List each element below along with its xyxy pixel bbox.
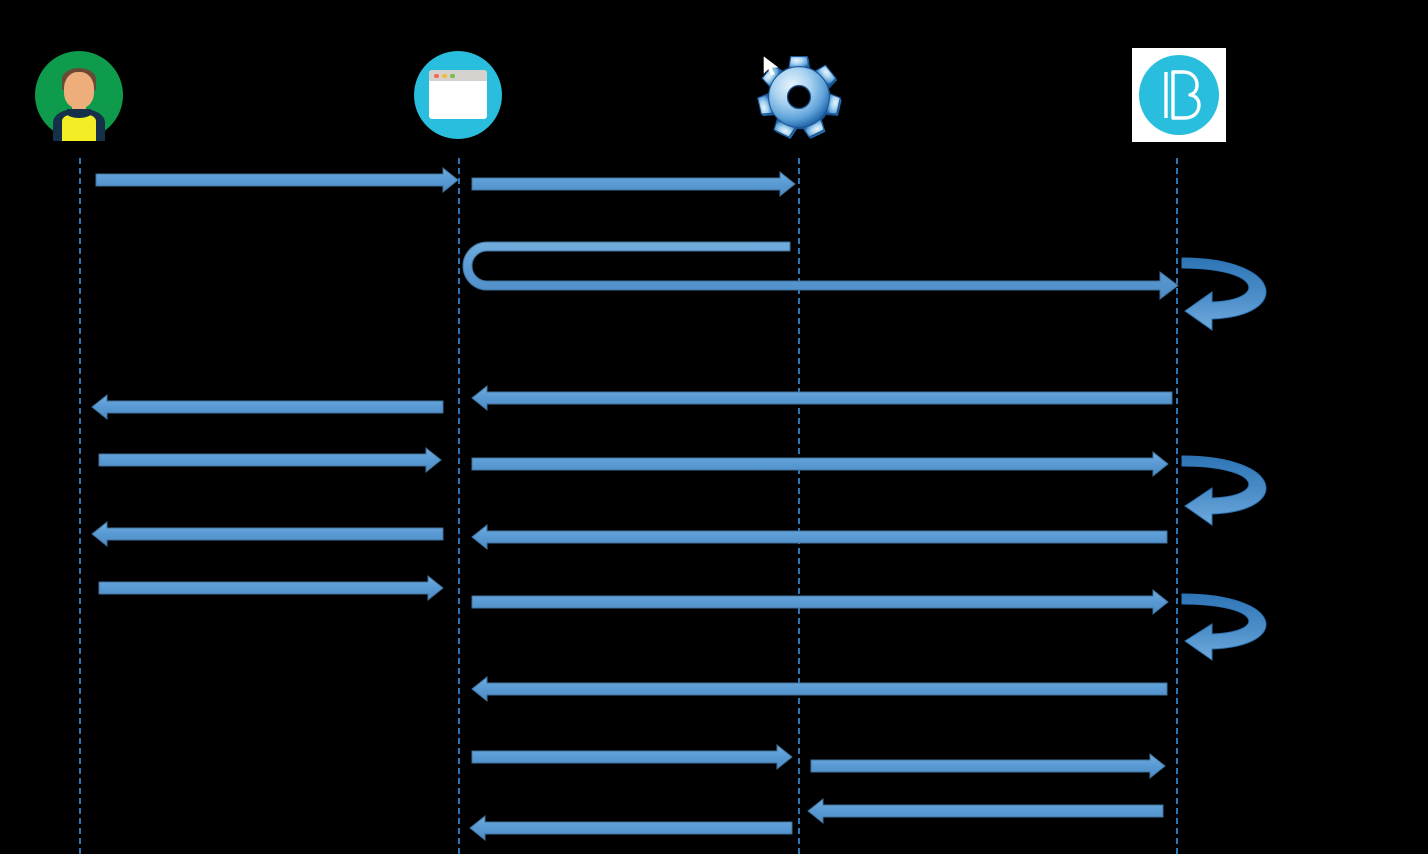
message-user-to-browser-request[interactable] bbox=[95, 166, 459, 194]
message-browser-to-service-call[interactable] bbox=[471, 743, 793, 771]
avatar-neckline bbox=[67, 109, 91, 118]
mouse-cursor-icon bbox=[763, 56, 779, 76]
brand-b-logo-icon bbox=[1139, 55, 1219, 135]
lifeline-user bbox=[79, 158, 81, 854]
browser-titlebar bbox=[429, 70, 487, 81]
message-user-to-browser-submit[interactable] bbox=[98, 574, 444, 602]
message-database-to-browser-ack[interactable] bbox=[471, 675, 1168, 703]
lifeline-browser bbox=[458, 158, 460, 854]
browser-dot-yellow bbox=[442, 73, 447, 78]
message-service-hairpin-to-database[interactable] bbox=[462, 241, 1179, 300]
message-database-to-service-return[interactable] bbox=[807, 797, 1164, 825]
actor-browser[interactable] bbox=[414, 51, 502, 139]
self-loop-database-process-2[interactable] bbox=[1181, 455, 1267, 526]
message-service-to-database-call[interactable] bbox=[810, 752, 1166, 780]
self-loop-database-process-1[interactable] bbox=[1181, 257, 1267, 331]
actor-user[interactable] bbox=[35, 51, 123, 141]
brand-letter-b bbox=[1164, 70, 1201, 120]
message-database-to-browser-response[interactable] bbox=[471, 384, 1173, 412]
message-browser-to-database-write[interactable] bbox=[471, 588, 1169, 616]
browser-dot-green bbox=[450, 73, 455, 78]
message-database-to-browser-result[interactable] bbox=[471, 523, 1168, 551]
lifeline-database bbox=[1176, 158, 1178, 854]
message-service-to-browser-return[interactable] bbox=[469, 814, 793, 842]
browser-window-icon bbox=[429, 70, 487, 119]
message-browser-to-service-request[interactable] bbox=[471, 170, 796, 198]
lifeline-service bbox=[798, 158, 800, 854]
browser-dot-red bbox=[434, 73, 439, 78]
gear-cog-icon bbox=[757, 55, 842, 139]
message-user-to-browser-action[interactable] bbox=[98, 446, 442, 474]
actor-service[interactable] bbox=[753, 51, 845, 143]
self-loop-database-process-3[interactable] bbox=[1181, 593, 1267, 661]
message-browser-to-database-query[interactable] bbox=[471, 450, 1169, 478]
actor-database[interactable] bbox=[1132, 48, 1226, 142]
avatar-shirt bbox=[62, 115, 96, 141]
message-browser-to-user-response[interactable] bbox=[91, 393, 444, 421]
message-browser-to-user-result[interactable] bbox=[91, 520, 444, 548]
